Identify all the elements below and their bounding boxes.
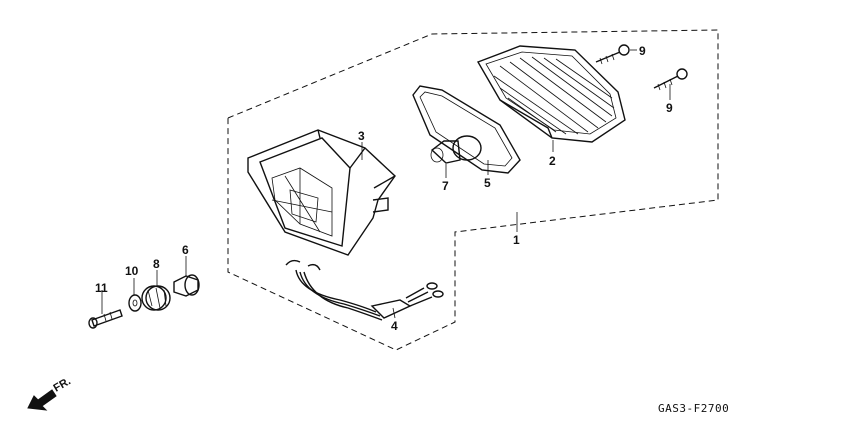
lens-gasket bbox=[412, 85, 521, 174]
callout-5: 5 bbox=[484, 176, 491, 190]
screw-lower bbox=[653, 68, 688, 91]
assembly-boundary bbox=[227, 29, 719, 351]
direction-label: FR. bbox=[52, 375, 73, 394]
front-direction-arrow-icon bbox=[27, 389, 57, 411]
washer bbox=[128, 294, 142, 312]
diagram-code: GAS3-F2700 bbox=[658, 402, 729, 415]
callout-9-upper: 9 bbox=[639, 44, 646, 58]
tail-lens bbox=[476, 45, 626, 143]
wire-harness bbox=[285, 259, 444, 321]
callout-9-lower: 9 bbox=[666, 101, 673, 115]
bolt bbox=[88, 309, 123, 329]
callout-1: 1 bbox=[513, 233, 520, 247]
callout-10: 10 bbox=[125, 264, 139, 278]
callout-7: 7 bbox=[442, 179, 449, 193]
callout-11: 11 bbox=[95, 281, 108, 295]
leader-lines bbox=[101, 49, 671, 319]
callout-8: 8 bbox=[153, 257, 160, 271]
callout-3: 3 bbox=[358, 129, 365, 143]
tail-light-base bbox=[247, 129, 396, 256]
callout-4: 4 bbox=[391, 319, 398, 333]
callout-2: 2 bbox=[549, 154, 556, 168]
callout-6: 6 bbox=[182, 243, 189, 257]
collar bbox=[173, 274, 200, 297]
bulb bbox=[430, 135, 482, 164]
screw-upper bbox=[595, 44, 630, 65]
grommet bbox=[141, 285, 171, 311]
